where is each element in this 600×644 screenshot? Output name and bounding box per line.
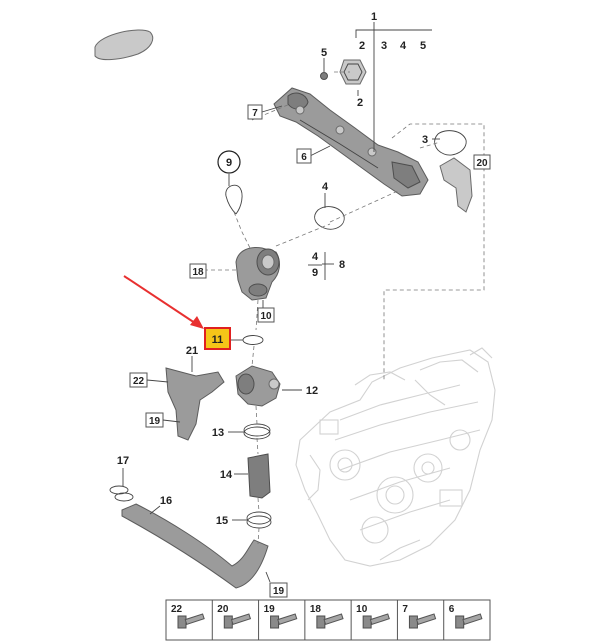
- clamp-13-part: [243, 423, 271, 440]
- legend-item-number: 10: [356, 604, 368, 615]
- bolt-icon: [316, 613, 344, 629]
- svg-text:4: 4: [312, 251, 319, 263]
- callout-9-circled: 9: [217, 150, 241, 174]
- svg-text:19: 19: [149, 416, 161, 427]
- wire-clip-9-part: [225, 184, 243, 215]
- callout-15: 15: [216, 515, 228, 527]
- dashed-connector-lines: [204, 71, 485, 545]
- svg-text:18: 18: [192, 267, 204, 278]
- legend-item-number: 20: [217, 604, 229, 615]
- coolant-manifold-part: [273, 87, 429, 197]
- callout-4: 4: [322, 181, 329, 193]
- legend-item-number: 22: [171, 604, 183, 615]
- gasket-3-part: [434, 130, 467, 156]
- pipe-16-part: [121, 503, 269, 589]
- o-ring-11-part: [242, 335, 264, 345]
- callout-20-boxed: 20: [473, 154, 491, 170]
- legend-item-number: 18: [310, 604, 322, 615]
- svg-text:16: 16: [160, 495, 172, 507]
- callout-2: 2: [357, 97, 363, 109]
- thermostat-housing-part: [235, 247, 280, 301]
- svg-text:11: 11: [212, 334, 224, 346]
- svg-text:5: 5: [420, 40, 426, 52]
- bolt-icon: [362, 613, 390, 629]
- callout-13: 13: [212, 427, 224, 439]
- bolt-5-part: [320, 72, 328, 80]
- svg-text:15: 15: [216, 515, 228, 527]
- callout-22-boxed: 22: [129, 372, 169, 388]
- engine-block-drawing: [295, 347, 496, 567]
- callout-21: 21: [186, 345, 198, 357]
- red-pointer-arrow: [123, 275, 204, 329]
- callout-14: 14: [220, 469, 233, 481]
- svg-text:17: 17: [117, 455, 129, 467]
- svg-text:6: 6: [301, 152, 307, 163]
- valve-12-part: [235, 365, 281, 407]
- callout-16: 16: [160, 495, 172, 507]
- hose-14-part: [247, 453, 271, 499]
- callout-3: 3: [422, 134, 428, 146]
- legend-item-number: 7: [402, 604, 408, 615]
- bolt-icon: [408, 613, 437, 629]
- gasket-4-part: [314, 206, 345, 230]
- svg-text:8: 8: [339, 259, 345, 271]
- callout-12: 12: [306, 385, 318, 397]
- bolt-icon: [455, 613, 483, 629]
- clamp-15-part: [246, 511, 272, 529]
- callout-19b-boxed: 19: [269, 582, 288, 598]
- svg-text:4: 4: [400, 40, 407, 52]
- svg-text:12: 12: [306, 385, 318, 397]
- engine-cover-part: [94, 29, 154, 61]
- callout-header-2345: 2 3 4 5: [359, 40, 426, 52]
- callout-5: 5: [321, 47, 327, 59]
- callout-7-boxed: 7: [247, 104, 263, 120]
- legend-item-number: 19: [264, 604, 276, 615]
- svg-text:2: 2: [359, 40, 365, 52]
- callout-4-9-8: 4 9 8: [308, 251, 345, 280]
- legend-item-number: 6: [449, 604, 455, 615]
- highlight-box: [205, 328, 230, 349]
- svg-text:5: 5: [321, 47, 327, 59]
- svg-text:10: 10: [260, 311, 272, 322]
- svg-text:3: 3: [422, 134, 428, 146]
- svg-text:22: 22: [133, 376, 145, 387]
- svg-text:3: 3: [381, 40, 387, 52]
- callout-6-boxed: 6: [296, 148, 312, 164]
- callout-19-boxed: 19: [145, 412, 181, 428]
- svg-text:4: 4: [322, 181, 329, 193]
- bracket-21-part: [165, 367, 225, 441]
- svg-text:21: 21: [186, 345, 198, 357]
- callout-18-boxed: 18: [189, 263, 207, 279]
- svg-text:20: 20: [476, 158, 488, 169]
- bolt-icon: [177, 613, 205, 629]
- leader-lines: [122, 22, 440, 583]
- svg-text:2: 2: [357, 97, 363, 109]
- callout-17: 17: [117, 455, 129, 467]
- fastener-legend: 22 20 19 18 10 7 6: [165, 599, 491, 641]
- bolt-icon: [223, 613, 252, 629]
- callout-1: 1: [371, 11, 377, 23]
- svg-text:7: 7: [252, 108, 258, 119]
- callout-11-highlighted: 11: [204, 327, 231, 350]
- svg-text:1: 1: [371, 11, 377, 23]
- svg-text:14: 14: [220, 469, 233, 481]
- svg-text:9: 9: [312, 267, 318, 279]
- bracket-20-part: [439, 157, 473, 213]
- svg-text:19: 19: [273, 586, 285, 597]
- svg-text:13: 13: [212, 427, 224, 439]
- svg-text:9: 9: [226, 157, 232, 169]
- bolt-icon: [270, 613, 298, 629]
- callout-10-boxed: 10: [257, 307, 275, 323]
- o-rings-17-part: [109, 485, 134, 502]
